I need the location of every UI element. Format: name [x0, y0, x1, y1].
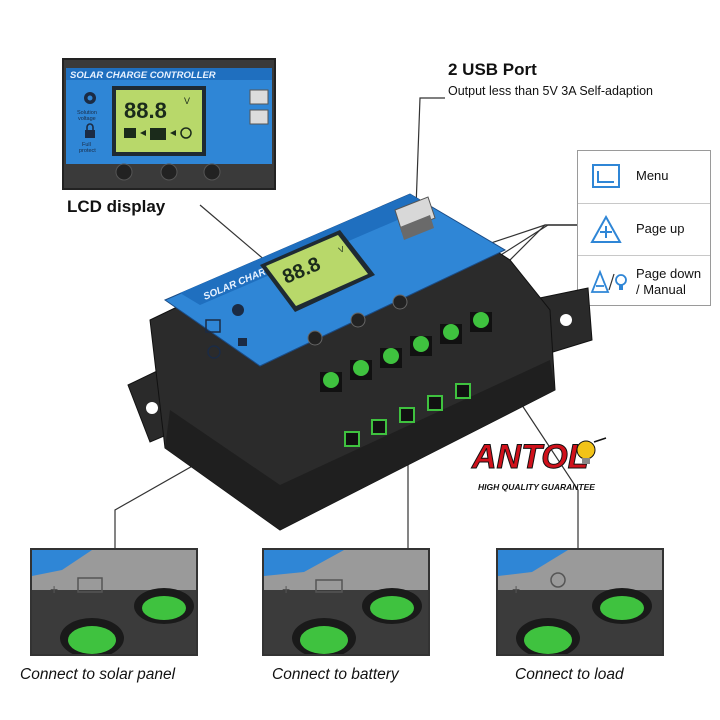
lightbulb-icon: [576, 437, 607, 464]
usb-port-title: 2 USB Port: [448, 60, 537, 79]
caption-battery: Connect to battery: [272, 666, 399, 683]
solar-terminal-inset: +: [30, 548, 198, 656]
menu-button[interactable]: [307, 330, 323, 346]
solar-terminal-graphic: +: [32, 550, 196, 654]
page-up-icon: [590, 214, 622, 243]
legend-row-page-down: Page down / Manual: [578, 255, 710, 307]
lock-icon: [85, 123, 95, 138]
lcd-display-caption: LCD display: [67, 197, 166, 216]
caption-load: Connect to load: [515, 666, 624, 683]
inset-lcd-unit: V: [184, 96, 190, 106]
lcd-inset-graphic: SOLAR CHARGE CONTROLLER Solution voltage…: [64, 60, 274, 188]
battery-icon: [315, 579, 343, 593]
legend-label-manual: / Manual: [636, 282, 686, 297]
legend-label-menu: Menu: [636, 168, 669, 183]
device-lcd-unit: V: [337, 244, 346, 255]
svg-text:+: +: [50, 581, 58, 597]
brand-name: ANTOL: [471, 438, 588, 476]
caption-solar-panel: Connect to solar panel: [20, 666, 176, 683]
legend-row-menu: Menu: [578, 151, 710, 203]
battery-terminal-graphic: +: [264, 550, 428, 654]
legend-label-page-down: Page down: [636, 266, 702, 281]
svg-text:+: +: [282, 581, 290, 597]
lock-icon: [238, 338, 247, 346]
inset-label-protect: protect: [79, 148, 96, 154]
inset-label-solution: Solution: [77, 110, 97, 116]
inset-label-voltage: voltage: [78, 116, 96, 122]
charge-controller-device: SOLAR CHARGE CONTROLLER 88.8 V: [127, 193, 593, 531]
gear-icon: [232, 304, 244, 316]
legend-label-page-up: Page up: [636, 221, 685, 236]
brand-logo: ANTOL HIGH QUALITY GUARANTEE: [471, 437, 607, 492]
page-up-button[interactable]: [350, 312, 366, 328]
lightbulb-icon: [550, 572, 566, 588]
load-terminal-inset: +: [496, 548, 664, 656]
brand-tagline: HIGH QUALITY GUARANTEE: [478, 482, 595, 492]
usb-port-subtitle: Output less than 5V 3A Self-adaption: [448, 84, 653, 98]
inset-lcd-reading: 88.8: [124, 98, 167, 123]
inset-header-text: SOLAR CHARGE CONTROLLER: [70, 70, 216, 81]
battery-terminal-inset: +: [262, 548, 430, 656]
clock-icon: [207, 345, 221, 359]
page-down-manual-icon: [590, 269, 627, 293]
menu-icon: [592, 164, 620, 188]
lcd-zoom-inset: SOLAR CHARGE CONTROLLER Solution voltage…: [62, 58, 276, 190]
button-legend: Menu Page up Page down / Manual: [577, 150, 711, 306]
terminal-screws: [320, 312, 492, 392]
solar-panel-icon: [77, 577, 103, 593]
inset-label-full: Full: [82, 142, 91, 148]
page-down-button[interactable]: [392, 294, 408, 310]
load-terminal-graphic: +: [498, 550, 662, 654]
lcd-status-icons: [124, 127, 192, 140]
wire-entries: [344, 383, 471, 447]
menu-icon: [205, 319, 221, 333]
svg-text:+: +: [512, 581, 520, 597]
legend-row-page-up: Page up: [578, 203, 710, 255]
gear-icon: [84, 92, 96, 104]
